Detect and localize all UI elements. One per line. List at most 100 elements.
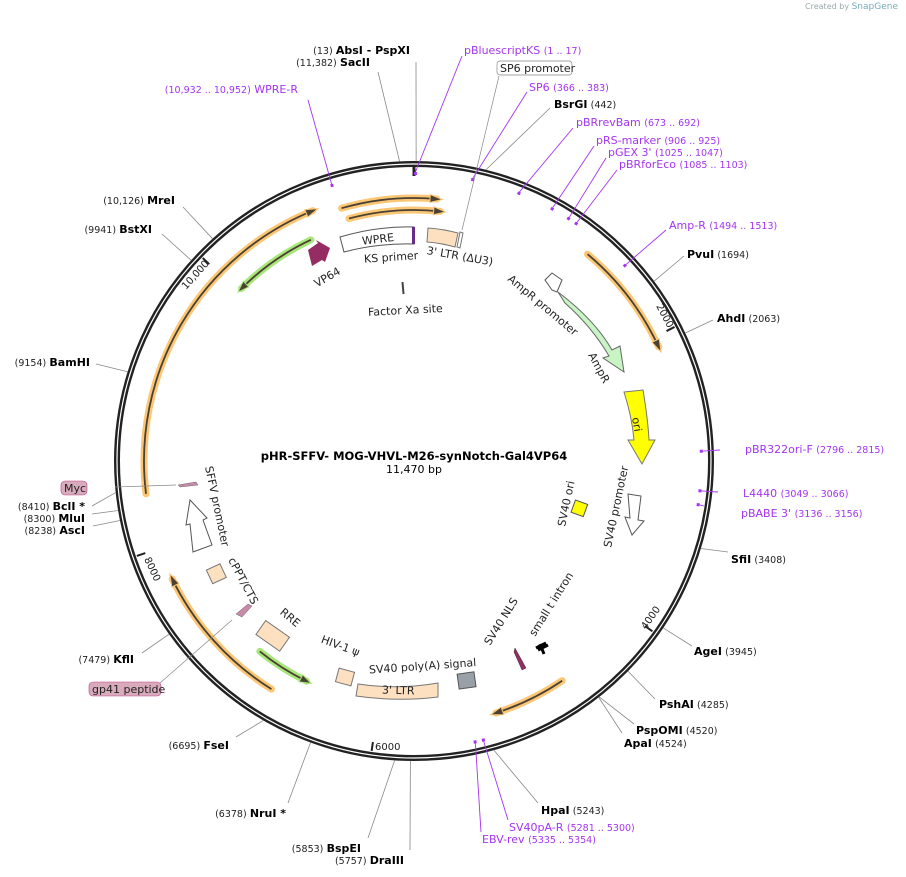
feature-cppt-box[interactable] — [205, 563, 227, 585]
feature-sv40-promoter-arrow[interactable] — [624, 493, 645, 536]
primer-name: EBV-rev — [482, 833, 525, 846]
primer-range: (906 .. 925) — [664, 136, 720, 147]
enzyme-site[interactable]: (9941) BstXI — [84, 223, 192, 261]
enzyme-site[interactable]: (8238) AscI — [25, 520, 121, 537]
label-vp64: VP64 — [312, 265, 343, 290]
feature-rre-box[interactable] — [255, 619, 291, 652]
tick-mark-8000 — [136, 552, 146, 557]
primer-site[interactable]: pBluescriptKS (1 .. 17) — [413, 44, 581, 176]
enzyme-site[interactable]: PspOMI (4520) — [599, 696, 717, 737]
feature-ampr-promoter-arrow[interactable] — [544, 272, 563, 293]
enzyme-site[interactable]: (5853) BspEI — [292, 760, 396, 855]
primer-label: pBRforEco (1085 .. 1103) — [619, 158, 747, 171]
primer-site[interactable]: pBRforEco (1085 .. 1103) — [574, 158, 747, 226]
feature-sv40-ori-box[interactable] — [570, 499, 589, 518]
enzyme-label: (8238) AscI — [25, 524, 85, 537]
gp41-tag[interactable]: gp41 peptide — [88, 681, 166, 697]
orf-top-2[interactable] — [345, 206, 448, 223]
enzyme-leader — [161, 233, 192, 261]
enzyme-site[interactable]: (9154) BamHI — [15, 356, 128, 373]
enzyme-leader — [377, 71, 400, 162]
feature-ampr-arrow[interactable] — [557, 291, 625, 374]
enzyme-position: (3945) — [725, 647, 757, 658]
enzyme-site[interactable]: (13) AbsI - PspXI — [313, 44, 417, 162]
primer-range: (10,932 .. 10,952) — [165, 85, 251, 96]
enzyme-label: SfiI (3408) — [731, 553, 786, 566]
enzyme-site[interactable]: PvuI (1694) — [653, 248, 749, 282]
enzyme-site[interactable]: (10,126) MreI — [103, 194, 213, 239]
feature-sv40-polya-box[interactable] — [456, 671, 477, 690]
primer-leader — [415, 55, 463, 173]
feature-gp41-mark — [235, 603, 253, 618]
enzyme-site[interactable]: BsrGI (442) — [485, 98, 616, 171]
enzyme-position: (3408) — [754, 555, 786, 566]
enzyme-site[interactable]: (6378) NruI * — [215, 742, 311, 820]
enzyme-name: SacII — [340, 56, 370, 69]
feature-hiv-psi-box[interactable] — [334, 667, 356, 687]
enzyme-site[interactable]: ApaI (4524) — [598, 697, 687, 750]
primer-range: (5335 .. 5354) — [528, 835, 596, 846]
label-cppt: cPPT/CTS — [225, 555, 260, 606]
enzyme-site[interactable]: HpaI (5243) — [493, 749, 605, 817]
feature-3ltr-box[interactable] — [355, 682, 439, 700]
enzyme-site[interactable]: (11,382) SacII — [296, 56, 400, 162]
primer-site[interactable]: pBR322ori-F (2796 .. 2815) — [699, 443, 884, 456]
orf-left-large[interactable] — [140, 207, 320, 498]
enzyme-position: (6695) — [169, 741, 201, 752]
orf-right[interactable] — [584, 250, 663, 354]
enzyme-label: (5853) BspEI — [292, 842, 361, 855]
primer-site[interactable]: pBRrevBam (673 .. 692) — [516, 116, 700, 196]
primer-site[interactable]: EBV-rev (5335 .. 5354) — [473, 740, 596, 846]
myc-tag[interactable]: Myc — [60, 480, 88, 496]
feature-3ltr-du3-box[interactable] — [426, 227, 459, 248]
enzyme-label: (8410) BclI * — [18, 500, 85, 513]
primer-range: (1025 .. 1047) — [655, 148, 723, 159]
enzyme-name: BclI * — [53, 500, 86, 513]
primer-site[interactable]: SP6 (366 .. 383) — [470, 81, 609, 182]
enzyme-label: (9154) BamHI — [15, 356, 90, 369]
primer-label: Amp-R (1494 .. 1513) — [669, 219, 777, 232]
orf-top-1[interactable] — [338, 193, 445, 212]
feature-sffv-promoter-arrow[interactable] — [185, 498, 213, 553]
primer-site[interactable]: Amp-R (1494 .. 1513) — [622, 219, 777, 268]
primer-site[interactable]: pGEX 3' (1025 .. 1047) — [566, 146, 723, 221]
orf-green-bottom[interactable] — [256, 647, 313, 685]
enzyme-site[interactable]: (6695) FseI — [169, 720, 264, 752]
enzyme-site[interactable]: (8300) MluI — [24, 510, 119, 525]
primer-range: (673 .. 692) — [644, 118, 700, 129]
enzyme-name: BamHI — [49, 356, 90, 369]
enzyme-position: (9941) — [84, 225, 116, 236]
label-ks-primer: KS primer — [364, 249, 420, 266]
orf-green-top[interactable] — [236, 236, 315, 294]
orf-lower-left[interactable] — [168, 572, 275, 693]
feature-vp64-arrow[interactable] — [308, 240, 330, 266]
enzyme-name: AscI — [59, 524, 85, 537]
primer-marker — [622, 263, 627, 268]
primer-site[interactable]: SV40pA-R (5281 .. 5300) — [481, 738, 635, 834]
sp6-promoter-tag[interactable]: SP6 promoter — [496, 60, 576, 76]
label-sv40-promoter: SV40 promoter — [601, 464, 631, 548]
tick-mark-6000 — [370, 741, 374, 752]
enzyme-site[interactable]: AhdI (2063) — [685, 312, 780, 334]
feature-labels: WPRE KS primer 3' LTR (ΔU3) VP64 Factor … — [60, 60, 644, 698]
enzyme-site[interactable]: SfiI (3408) — [700, 548, 786, 566]
primer-label: pBluescriptKS (1 .. 17) — [464, 44, 581, 57]
orf-bottom-right[interactable] — [489, 677, 566, 717]
enzyme-site[interactable]: PshAI (4285) — [627, 670, 729, 711]
primer-name: L4440 — [743, 487, 777, 500]
enzyme-site[interactable]: (8410) BclI * — [18, 492, 116, 513]
enzyme-name: BsrGI — [554, 98, 587, 111]
enzyme-site[interactable]: AgeI (3945) — [663, 627, 757, 658]
primer-site[interactable]: (10,932 .. 10,952) WPRE-R — [165, 83, 334, 188]
feature-ori-arrow[interactable] — [623, 389, 656, 466]
orf-bottom-right-arrowhead — [489, 706, 505, 716]
enzyme-site[interactable]: (5757) DraIII — [335, 760, 411, 867]
primer-site[interactable]: pRS-marker (906 .. 925) — [550, 134, 720, 211]
primer-site[interactable]: pBABE 3' (3136 .. 3156) — [696, 502, 863, 520]
primer-site[interactable]: L4440 (3049 .. 3066) — [698, 487, 848, 500]
enzyme-position: (6378) — [215, 809, 247, 820]
enzyme-label: PspOMI (4520) — [636, 724, 717, 737]
tick-mark-2000 — [666, 326, 675, 332]
enzyme-position: (11,382) — [296, 58, 337, 69]
enzyme-site[interactable]: (7479) KflI — [78, 633, 170, 666]
